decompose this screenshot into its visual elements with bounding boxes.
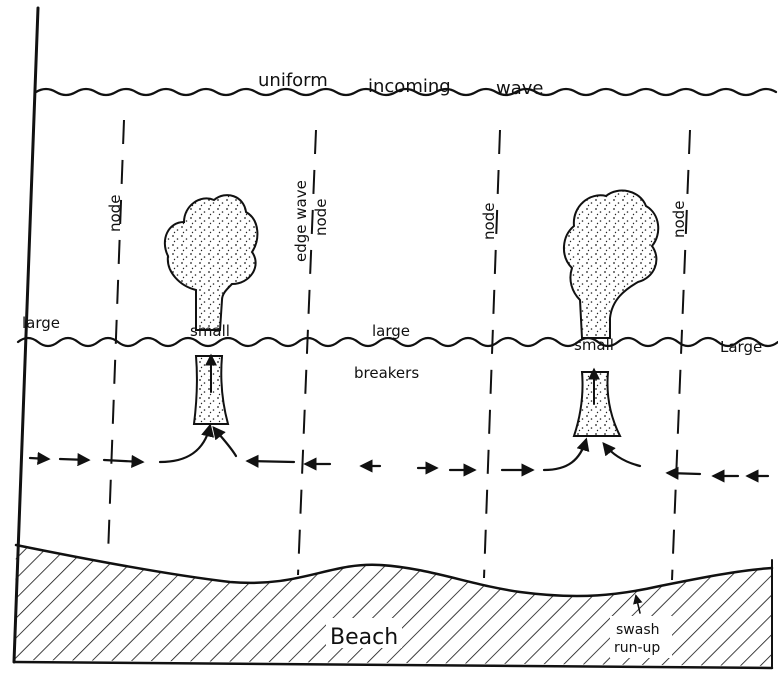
feeder-arrow-10	[668, 473, 700, 474]
longshore-current-arrows	[30, 426, 768, 476]
feeder-curve-left-a	[160, 426, 210, 462]
feeder-curve-right-a	[544, 440, 586, 470]
feeder-curve-right-b	[604, 444, 640, 466]
rip-neck-right	[574, 372, 620, 436]
node-label-1: node	[106, 195, 124, 232]
title-word-incoming: incoming	[368, 76, 451, 97]
feeder-arrow-3	[104, 460, 142, 462]
rip-current-left	[165, 195, 258, 424]
node-label-2: node	[312, 199, 330, 236]
node-line-4	[672, 130, 690, 580]
edge-wave-label: edge wave	[292, 180, 310, 262]
feeder-arrow-2	[60, 459, 88, 460]
feeder-arrow-4	[248, 461, 294, 462]
title-word-wave: wave	[496, 78, 543, 99]
node-label-4: node	[670, 201, 688, 238]
breakers-label: breakers	[354, 364, 419, 382]
feeder-arrow-1	[30, 458, 48, 459]
rip-current-right	[564, 191, 658, 436]
rip-head-left	[165, 195, 258, 330]
swash-label-line2: run-up	[614, 640, 660, 656]
node-line-3	[484, 130, 500, 578]
title-word-uniform: uniform	[258, 70, 328, 91]
swash-label-line1: swash	[616, 622, 660, 638]
rip-head-right	[564, 191, 658, 338]
breaker-label-large-left: large	[22, 314, 60, 332]
feeder-curve-left-b	[214, 428, 236, 456]
beach-label: Beach	[330, 625, 398, 650]
breaker-label-large-right: Large	[720, 338, 762, 356]
node-label-3: node	[480, 203, 498, 240]
breaker-label-large-middle: large	[372, 322, 410, 340]
